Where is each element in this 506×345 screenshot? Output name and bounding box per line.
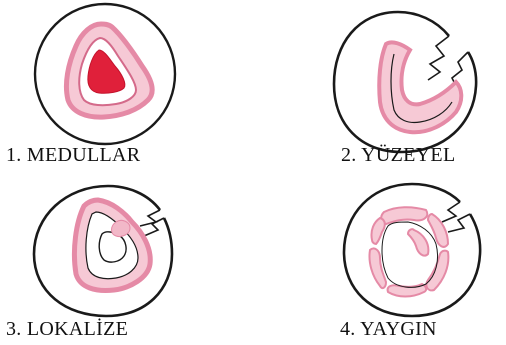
panel-lokalize: [34, 186, 172, 316]
caption-lokalize: 3. LOKALİZE: [6, 318, 128, 340]
caption-yuzeyel: 2. YÜZEYEL: [341, 144, 455, 166]
panel-yaygin: [344, 184, 480, 316]
pink-patch-3: [112, 220, 131, 236]
caption-medullar: 1. MEDULLAR: [6, 144, 140, 166]
panel-yuzeyel: [334, 12, 476, 152]
panel-medullar: [35, 4, 175, 144]
caption-yaygin: 4. YAYGIN: [340, 318, 437, 340]
